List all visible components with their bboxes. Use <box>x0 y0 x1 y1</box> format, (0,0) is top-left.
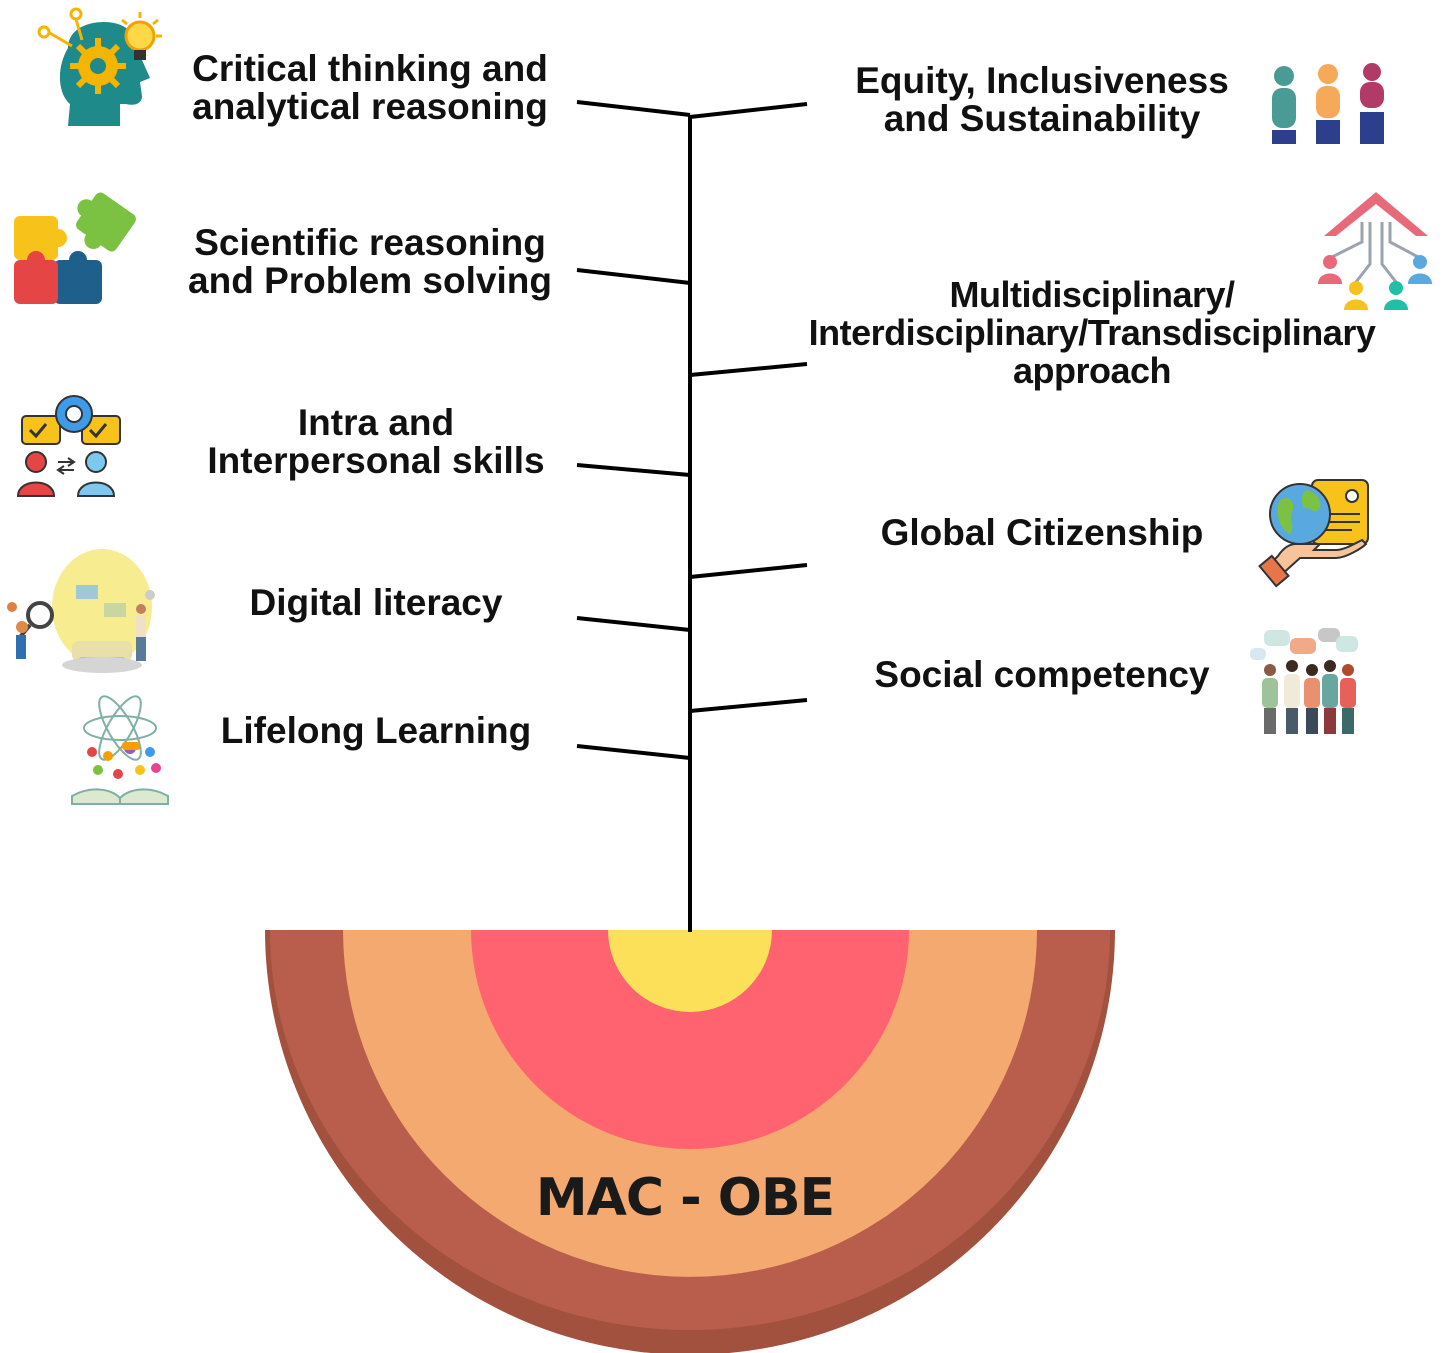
label-lifelong-learning: Lifelong Learning <box>156 712 596 750</box>
branch-critical-thinking <box>576 100 691 117</box>
label-global-citizenship-line1: Global Citizenship <box>880 512 1204 553</box>
branch-scientific-reasoning <box>576 268 691 285</box>
equity-people-icon <box>1272 63 1384 144</box>
label-social-competency-line1: Social competency <box>874 654 1210 695</box>
branch-multidisciplinary <box>689 362 808 377</box>
label-digital-literacy-line1: Digital literacy <box>249 582 503 623</box>
label-lifelong-learning-line1: Lifelong Learning <box>220 710 532 751</box>
core-title: MAC - OBE <box>535 1168 835 1228</box>
core-center <box>608 930 772 1012</box>
puzzle-pieces-icon <box>14 192 136 304</box>
branch-digital-literacy <box>576 616 691 632</box>
globe-hand-icon <box>1258 479 1369 588</box>
label-interpersonal-line1: Intra and <box>297 402 455 443</box>
label-interpersonal-line2: Interpersonal skills <box>207 440 545 481</box>
label-global-citizenship: Global Citizenship <box>822 514 1262 552</box>
label-critical-thinking-line1: Critical thinking and <box>192 48 548 89</box>
branch-lifelong-learning <box>576 744 691 760</box>
label-scientific-reasoning-line1: Scientific reasoning <box>194 222 546 263</box>
label-critical-thinking-line2: analytical reasoning <box>192 86 548 127</box>
digital-bulb-icon <box>7 549 155 673</box>
branch-interpersonal <box>576 463 691 477</box>
label-interpersonal: Intra and Interpersonal skills <box>156 404 596 480</box>
network-people-icon <box>1318 192 1432 310</box>
label-social-competency: Social competency <box>822 656 1262 694</box>
head-gears-bulb-icon <box>37 7 162 126</box>
open-book-atom-icon <box>71 695 169 805</box>
label-critical-thinking: Critical thinking and analytical reasoni… <box>150 50 590 126</box>
label-equity-line2: and Sustainability <box>883 98 1201 139</box>
crowd-chat-icon <box>1250 628 1358 734</box>
label-multidisciplinary-line2: Interdisciplinary/Transdisciplinary <box>808 312 1376 353</box>
core-rings <box>265 930 1115 1353</box>
core-ring-4 <box>471 930 909 1149</box>
people-exchange-icon <box>16 395 121 497</box>
label-scientific-reasoning: Scientific reasoning and Problem solving <box>150 224 590 300</box>
label-multidisciplinary-line3: approach <box>1012 350 1172 391</box>
branch-global-citizenship <box>689 563 808 579</box>
branch-social-competency <box>689 698 808 713</box>
label-scientific-reasoning-line2: and Problem solving <box>188 260 552 301</box>
branch-equity <box>689 102 808 119</box>
label-equity: Equity, Inclusiveness and Sustainability <box>822 62 1262 138</box>
label-multidisciplinary-line1: Multidisciplinary/ <box>949 274 1235 315</box>
label-digital-literacy: Digital literacy <box>156 584 596 622</box>
label-equity-line1: Equity, Inclusiveness <box>855 60 1229 101</box>
label-multidisciplinary: Multidisciplinary/ Interdisciplinary/Tra… <box>782 276 1402 390</box>
